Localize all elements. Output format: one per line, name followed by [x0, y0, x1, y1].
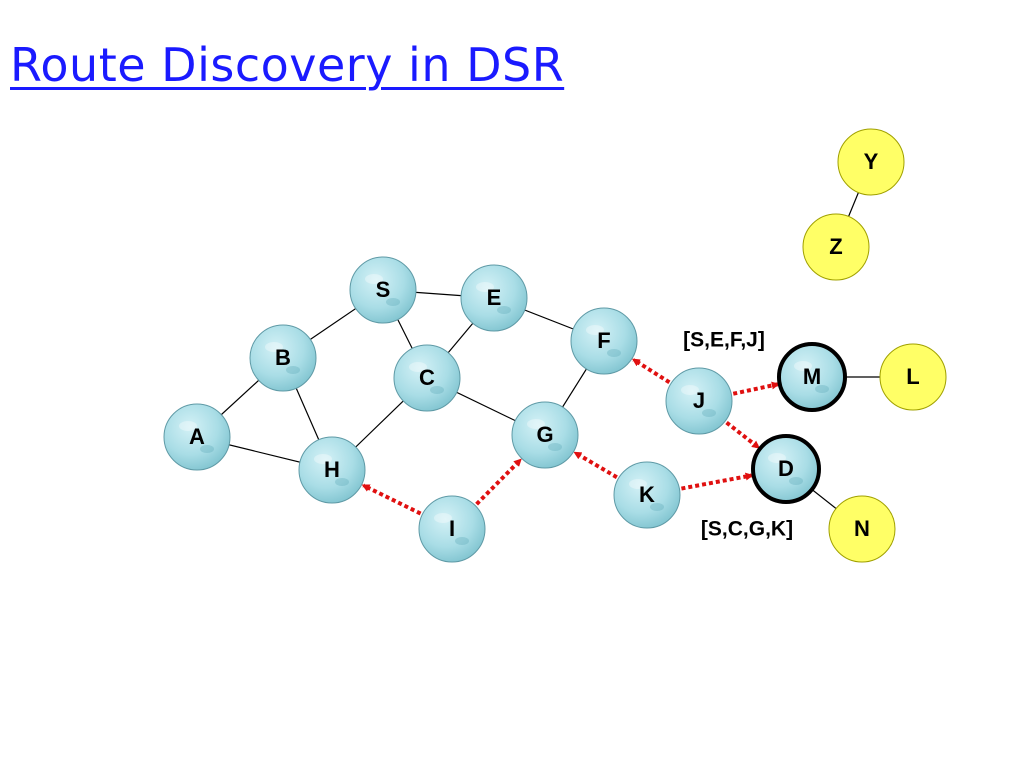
arrow-j-to-f: [631, 357, 671, 385]
node-label-z: Z: [829, 234, 842, 259]
nodes-layer: S E F B C A G H I J K M D L N Y Z: [163, 128, 947, 563]
node-l: L: [879, 343, 947, 411]
slide-title: Route Discovery in DSR: [10, 38, 565, 92]
node-circle-a: [163, 403, 231, 471]
node-shade-f: [607, 349, 621, 357]
node-s: S: [349, 256, 417, 324]
node-sheen-c: [409, 362, 427, 372]
arrow-j-to-m: [732, 381, 780, 396]
route-label-scgk: [S,C,G,K]: [701, 518, 793, 541]
node-sheen-d: [768, 453, 786, 463]
node-circle-h: [298, 436, 366, 504]
node-z: Z: [802, 213, 870, 281]
node-label-d: D: [778, 456, 794, 481]
node-label-c: C: [419, 365, 435, 390]
arrow-i-to-g: [475, 458, 522, 506]
node-circle-n: [828, 495, 896, 563]
node-n: N: [828, 495, 896, 563]
node-e: E: [460, 264, 528, 332]
node-circle-k: [613, 461, 681, 529]
node-sheen-h: [314, 454, 332, 464]
node-i: I: [418, 495, 486, 563]
node-label-j: J: [693, 388, 705, 413]
node-sheen-e: [476, 282, 494, 292]
node-shade-j: [702, 409, 716, 417]
node-label-s: S: [376, 277, 391, 302]
node-circle-l: [879, 343, 947, 411]
node-circle-g: [511, 401, 579, 469]
node-circle-d: [751, 434, 821, 504]
node-label-g: G: [536, 422, 553, 447]
node-circle-c: [393, 344, 461, 412]
arrow-j-to-d: [725, 420, 760, 450]
node-h: H: [298, 436, 366, 504]
node-g: G: [511, 401, 579, 469]
node-label-y: Y: [864, 149, 879, 174]
node-label-m: M: [803, 364, 821, 389]
node-shade-s: [386, 298, 400, 306]
node-label-a: A: [189, 424, 205, 449]
node-shade-b: [286, 366, 300, 374]
node-sheen-f: [586, 325, 604, 335]
node-circle-s: [349, 256, 417, 324]
arrows-layer: [361, 357, 780, 516]
node-sheen-a: [179, 421, 197, 431]
arrow-k-to-g: [573, 451, 618, 479]
node-sheen-k: [629, 479, 647, 489]
node-circle-y: [837, 128, 905, 196]
labels-layer: [S,E,F,J] [S,C,G,K]: [683, 329, 793, 541]
node-circle-z: [802, 213, 870, 281]
node-shade-a: [200, 445, 214, 453]
node-sheen-m: [794, 361, 812, 371]
node-label-h: H: [324, 457, 340, 482]
arrow-i-to-h: [361, 483, 422, 516]
node-c: C: [393, 344, 461, 412]
node-label-l: L: [906, 364, 919, 389]
node-shade-g: [548, 443, 562, 451]
node-j: J: [665, 367, 733, 435]
node-shade-d: [789, 477, 803, 485]
node-d: D: [751, 434, 821, 504]
node-shade-h: [335, 478, 349, 486]
node-a: A: [163, 403, 231, 471]
node-sheen-i: [434, 513, 452, 523]
node-f: F: [570, 307, 638, 375]
node-sheen-j: [681, 385, 699, 395]
node-circle-f: [570, 307, 638, 375]
node-circle-m: [777, 342, 847, 412]
node-circle-i: [418, 495, 486, 563]
node-label-i: I: [449, 516, 455, 541]
node-sheen-g: [527, 419, 545, 429]
node-shade-m: [815, 385, 829, 393]
node-sheen-b: [265, 342, 283, 352]
node-sheen-s: [365, 274, 383, 284]
node-shade-i: [455, 537, 469, 545]
arrow-k-to-d: [681, 472, 754, 491]
node-label-e: E: [487, 285, 502, 310]
node-shade-k: [650, 503, 664, 511]
node-circle-e: [460, 264, 528, 332]
node-circle-j: [665, 367, 733, 435]
route-label-sefj: [S,E,F,J]: [683, 329, 765, 352]
node-shade-e: [497, 306, 511, 314]
node-y: Y: [837, 128, 905, 196]
node-label-k: K: [639, 482, 655, 507]
node-shade-c: [430, 386, 444, 394]
node-circle-b: [249, 324, 317, 392]
node-label-b: B: [275, 345, 291, 370]
node-k: K: [613, 461, 681, 529]
node-m: M: [777, 342, 847, 412]
node-label-f: F: [597, 328, 610, 353]
node-label-n: N: [854, 516, 870, 541]
node-b: B: [249, 324, 317, 392]
